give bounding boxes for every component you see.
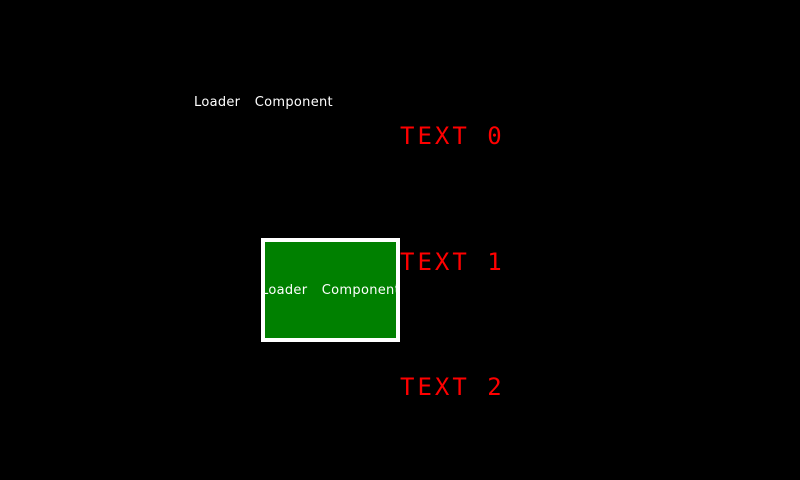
text-list: TEXT 0 TEXT 1 TEXT 2 TEXT 3 TEXT 4 TEXT …	[400, 33, 505, 480]
list-item: TEXT 0	[400, 122, 505, 151]
list-item: TEXT 1	[400, 247, 505, 276]
list-item: TEXT 2	[400, 372, 505, 401]
loader-component-box-label: Loader Component	[261, 282, 400, 298]
loader-component-label: Loader Component	[194, 95, 333, 110]
loader-component-box: Loader Component	[261, 238, 400, 342]
